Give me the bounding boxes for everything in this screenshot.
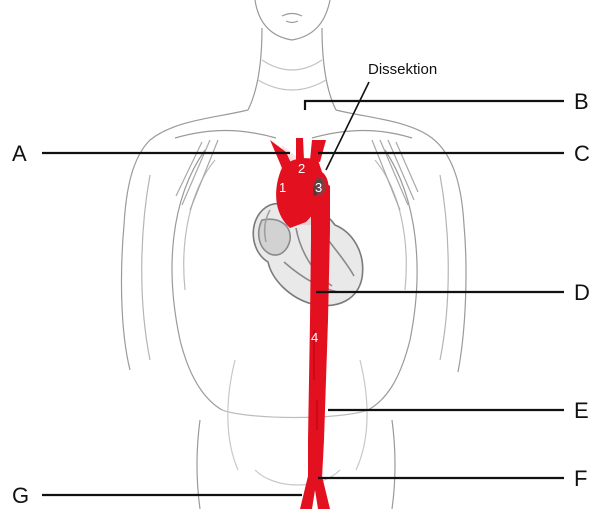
label-E: E	[574, 398, 589, 423]
label-D: D	[574, 280, 590, 305]
subclavian-branch	[310, 140, 326, 162]
segment-2-label: 2	[298, 161, 305, 176]
label-B: B	[574, 89, 589, 114]
label-C: C	[574, 141, 590, 166]
segment-1-label: 1	[279, 180, 286, 195]
label-G: G	[12, 483, 29, 508]
segment-4-label: 4	[311, 330, 318, 345]
leader-B	[305, 101, 564, 110]
aortic-bifurcation	[300, 476, 330, 509]
dissektion-label: Dissektion	[368, 61, 437, 78]
label-A: A	[12, 141, 27, 166]
leader-dissektion	[326, 82, 369, 170]
segment-3-label: 3	[315, 180, 322, 195]
label-F: F	[574, 466, 587, 491]
carotid-branch	[296, 138, 304, 162]
